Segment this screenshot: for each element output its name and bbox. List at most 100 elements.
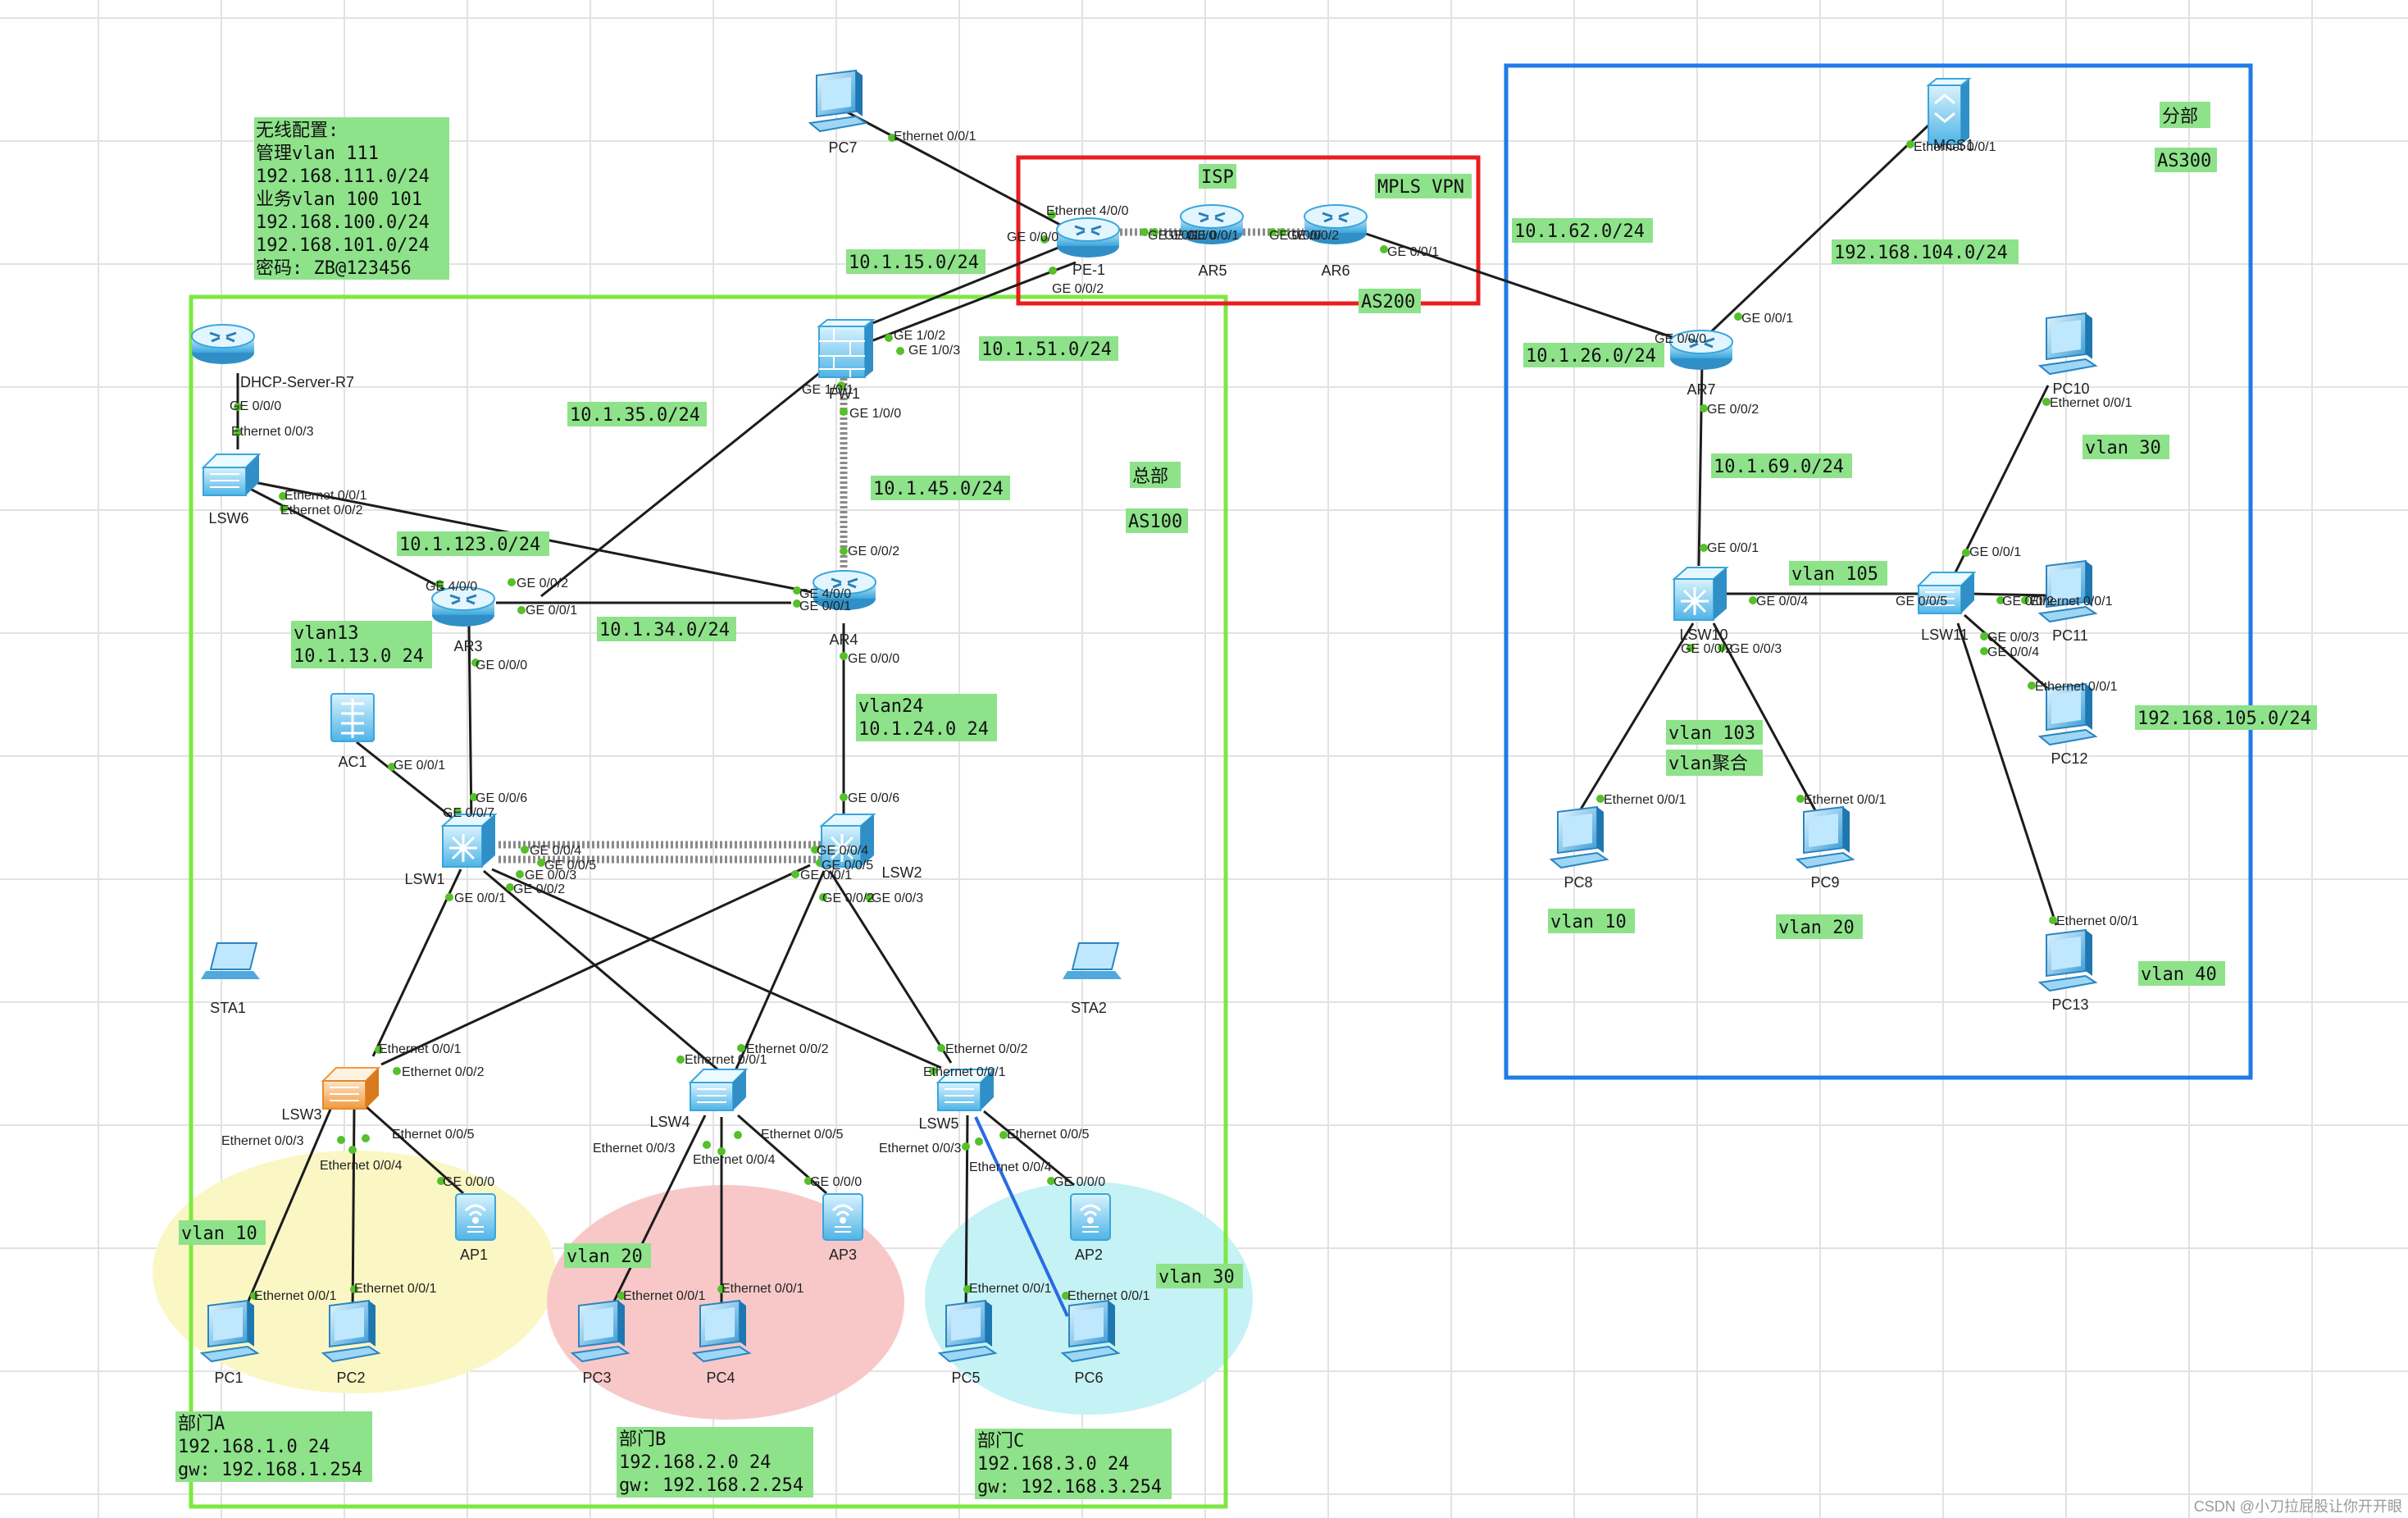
svg-text:10.1.51.0/24: 10.1.51.0/24 [981, 340, 1112, 360]
svg-text:AR5: AR5 [1198, 262, 1227, 279]
svg-text:分部: 分部 [2162, 107, 2198, 127]
svg-text:GE 1/0/1: GE 1/0/1 [802, 383, 853, 397]
svg-text:GE 0/0/0: GE 0/0/0 [1655, 332, 1706, 346]
pc4[interactable]: PC4 [693, 1300, 750, 1386]
svg-text:GE 0/0/6: GE 0/0/6 [848, 791, 899, 805]
svg-text:GE 0/0/5: GE 0/0/5 [544, 859, 596, 873]
svg-text:GE 0/0/4: GE 0/0/4 [817, 844, 868, 858]
port-status-dot [1962, 549, 1970, 557]
port-status-dot [1048, 211, 1056, 219]
pc6[interactable]: PC6 [1062, 1300, 1119, 1386]
port-status-dot [793, 586, 801, 595]
ap-ap1[interactable]: AP1 [454, 1192, 497, 1263]
router-dhcp-server-r7[interactable]: DHCP-Server-R7 [190, 323, 354, 390]
router-ar6[interactable]: AR6 [1303, 203, 1368, 279]
port-status-dot [737, 1044, 745, 1052]
ap-ap2[interactable]: AP2 [1069, 1192, 1112, 1263]
pc7[interactable]: PC7 [809, 70, 867, 156]
pc10[interactable]: PC10 [2039, 312, 2096, 397]
svg-text:vlan 30: vlan 30 [1158, 1267, 1235, 1288]
port-status-dot [516, 870, 524, 878]
pc9[interactable]: PC9 [1796, 806, 1854, 891]
svg-text:ISP: ISP [1201, 167, 1234, 188]
svg-text:GE 0/0/2: GE 0/0/2 [2002, 595, 2054, 609]
router-ar7[interactable]: AR7 [1668, 329, 1734, 398]
server-mcs1[interactable]: MCS1 [1927, 77, 1974, 153]
svg-text:Ethernet 0/0/1: Ethernet 0/0/1 [354, 1282, 437, 1296]
svg-text:Ethernet 0/0/1: Ethernet 0/0/1 [894, 130, 976, 144]
svg-text:GE 0/0/5: GE 0/0/5 [1896, 595, 1947, 609]
laptop-sta2[interactable]: STA2 [1062, 942, 1122, 1016]
port-status-dot [1906, 140, 1914, 148]
svg-text:Ethernet 0/0/1: Ethernet 0/0/1 [379, 1042, 462, 1056]
port-status-dot [975, 1137, 983, 1146]
svg-text:GE 0/0/1: GE 0/0/1 [1969, 545, 2021, 559]
svg-text:Ethernet 0/0/1: Ethernet 0/0/1 [2056, 914, 2139, 928]
port-status-dot [717, 1285, 726, 1293]
svg-text:MCS1: MCS1 [1933, 137, 1974, 153]
svg-text:Ethernet 0/0/2: Ethernet 0/0/2 [280, 504, 363, 517]
port-status-dot [2028, 682, 2036, 690]
svg-text:192.168.3.0 24: 192.168.3.0 24 [977, 1454, 1129, 1475]
switch-lsw4[interactable]: LSW4 [649, 1069, 747, 1130]
router-pe1[interactable]: PE-1 [1055, 217, 1121, 278]
port-status-dot [791, 870, 799, 878]
pc12[interactable]: PC12 [2039, 683, 2096, 767]
svg-text:PC6: PC6 [1074, 1370, 1103, 1386]
svg-text:GE 1/0/2: GE 1/0/2 [894, 329, 945, 343]
svg-text:GE 0/0/2: GE 0/0/2 [848, 545, 899, 558]
svg-text:MPLS VPN: MPLS VPN [1377, 177, 1464, 198]
branch-as300-boundary [1504, 63, 2253, 1080]
svg-text:DHCP-Server-R7: DHCP-Server-R7 [240, 374, 354, 390]
pc3[interactable]: PC3 [571, 1300, 629, 1386]
switch-lsw6[interactable]: LSW6 [203, 454, 260, 527]
svg-text:LSW10: LSW10 [1679, 627, 1727, 643]
port-status-dot [2021, 596, 2029, 604]
svg-text:Ethernet 0/0/1: Ethernet 0/0/1 [685, 1053, 767, 1067]
port-status-dot [999, 1131, 1008, 1139]
svg-text:vlan 30: vlan 30 [2085, 438, 2161, 458]
switch-lsw11[interactable]: LSW11 [1918, 572, 1975, 643]
switch-lsw3[interactable]: LSW3 [281, 1067, 380, 1123]
port-status-dot [2049, 916, 2057, 924]
ap-ap3[interactable]: AP3 [822, 1192, 864, 1263]
svg-text:AS200: AS200 [1361, 292, 1415, 312]
ac1[interactable]: AC1 [330, 692, 376, 770]
svg-text:vlan 20: vlan 20 [1778, 918, 1855, 938]
svg-text:vlan 10: vlan 10 [1550, 912, 1627, 932]
svg-text:10.1.15.0/24: 10.1.15.0/24 [849, 253, 979, 273]
port-status-dot [250, 1292, 258, 1300]
switch-lsw1[interactable]: LSW1 [404, 813, 497, 887]
port-status-dot [1687, 644, 1695, 652]
svg-text:10.1.123.0/24: 10.1.123.0/24 [399, 535, 540, 555]
svg-text:LSW5: LSW5 [918, 1115, 958, 1132]
svg-text:Ethernet 0/0/3: Ethernet 0/0/3 [221, 1134, 304, 1148]
switch-lsw2[interactable]: LSW2 [820, 813, 922, 881]
router-ar4[interactable]: AR4 [812, 569, 877, 648]
router-ar5[interactable]: AR5 [1179, 203, 1245, 279]
router-ar3[interactable]: AR3 [430, 586, 496, 654]
switch-lsw10[interactable]: LSW10 [1673, 566, 1728, 643]
pc11[interactable]: PC11 [2039, 560, 2096, 644]
svg-text:总部: 总部 [1132, 467, 1168, 487]
svg-text:Ethernet 4/0/0: Ethernet 4/0/0 [1046, 204, 1129, 218]
port-status-dot [1062, 1292, 1070, 1300]
svg-text:PC7: PC7 [828, 139, 857, 156]
pc1[interactable]: PC1 [201, 1300, 258, 1386]
switch-lsw5[interactable]: LSW5 [918, 1069, 995, 1132]
wireless-config-note: 无线配置: 管理vlan 111 192.168.111.0/24 业务vlan… [254, 117, 449, 280]
pc8[interactable]: PC8 [1550, 806, 1608, 891]
laptop-sta1[interactable]: STA1 [200, 942, 261, 1016]
svg-text:无线配置:: 无线配置: [256, 121, 339, 141]
pc13[interactable]: PC13 [2039, 929, 2096, 1013]
svg-text:gw: 192.168.3.254: gw: 192.168.3.254 [977, 1477, 1162, 1497]
pc2[interactable]: PC2 [322, 1300, 380, 1386]
firewall-fw1[interactable]: FW1 [818, 319, 874, 402]
pc5[interactable]: PC5 [939, 1300, 996, 1386]
svg-text:GE 0/0/1: GE 0/0/1 [1741, 312, 1793, 326]
svg-text:Ethernet 0/0/1: Ethernet 0/0/1 [1067, 1289, 1150, 1303]
svg-text:vlan 10: vlan 10 [181, 1224, 257, 1244]
links [236, 109, 2058, 1317]
port-status-dot [348, 1146, 357, 1154]
svg-text:GE 0/0/7: GE 0/0/7 [443, 806, 494, 820]
